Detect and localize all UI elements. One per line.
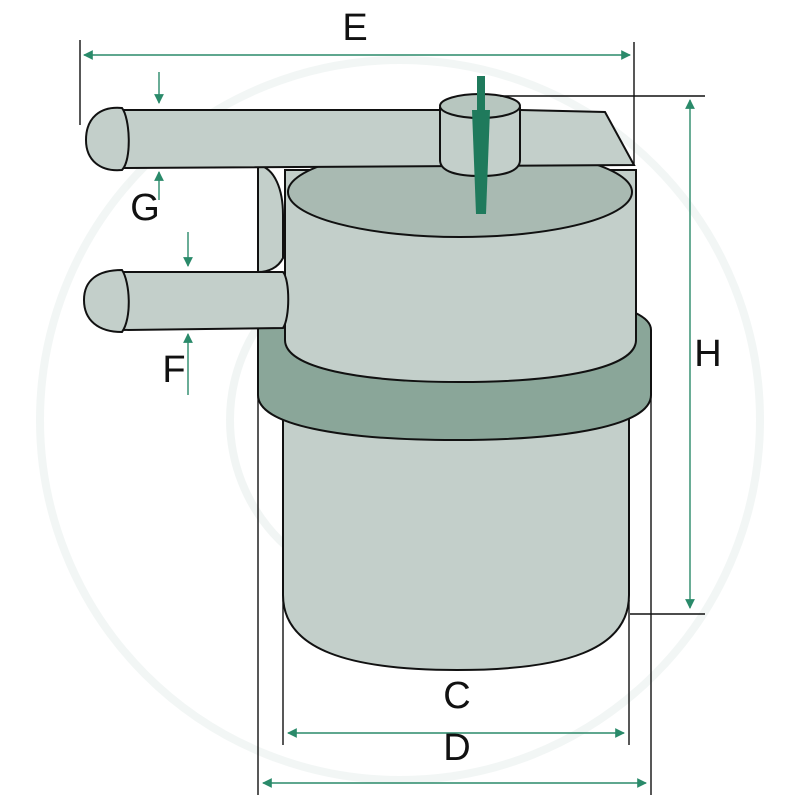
dimension-d: D bbox=[257, 395, 652, 795]
outlet-pipe-bottom bbox=[82, 268, 290, 334]
dimension-c: C bbox=[282, 595, 630, 745]
dimension-e: E bbox=[79, 7, 635, 165]
connector-web bbox=[257, 163, 284, 274]
dimension-f: F bbox=[162, 232, 193, 395]
label-c: C bbox=[443, 675, 470, 717]
flow-direction-needle bbox=[472, 76, 490, 214]
dimension-g: G bbox=[130, 72, 164, 229]
inlet-pipe-top bbox=[84, 106, 636, 172]
upper-housing bbox=[284, 146, 637, 384]
label-e: E bbox=[342, 7, 367, 49]
label-h: H bbox=[694, 333, 721, 375]
dimension-h: H bbox=[500, 95, 722, 615]
label-g: G bbox=[130, 187, 160, 229]
label-f: F bbox=[162, 349, 185, 391]
label-d: D bbox=[443, 727, 470, 769]
filter-canister-body bbox=[282, 394, 630, 672]
